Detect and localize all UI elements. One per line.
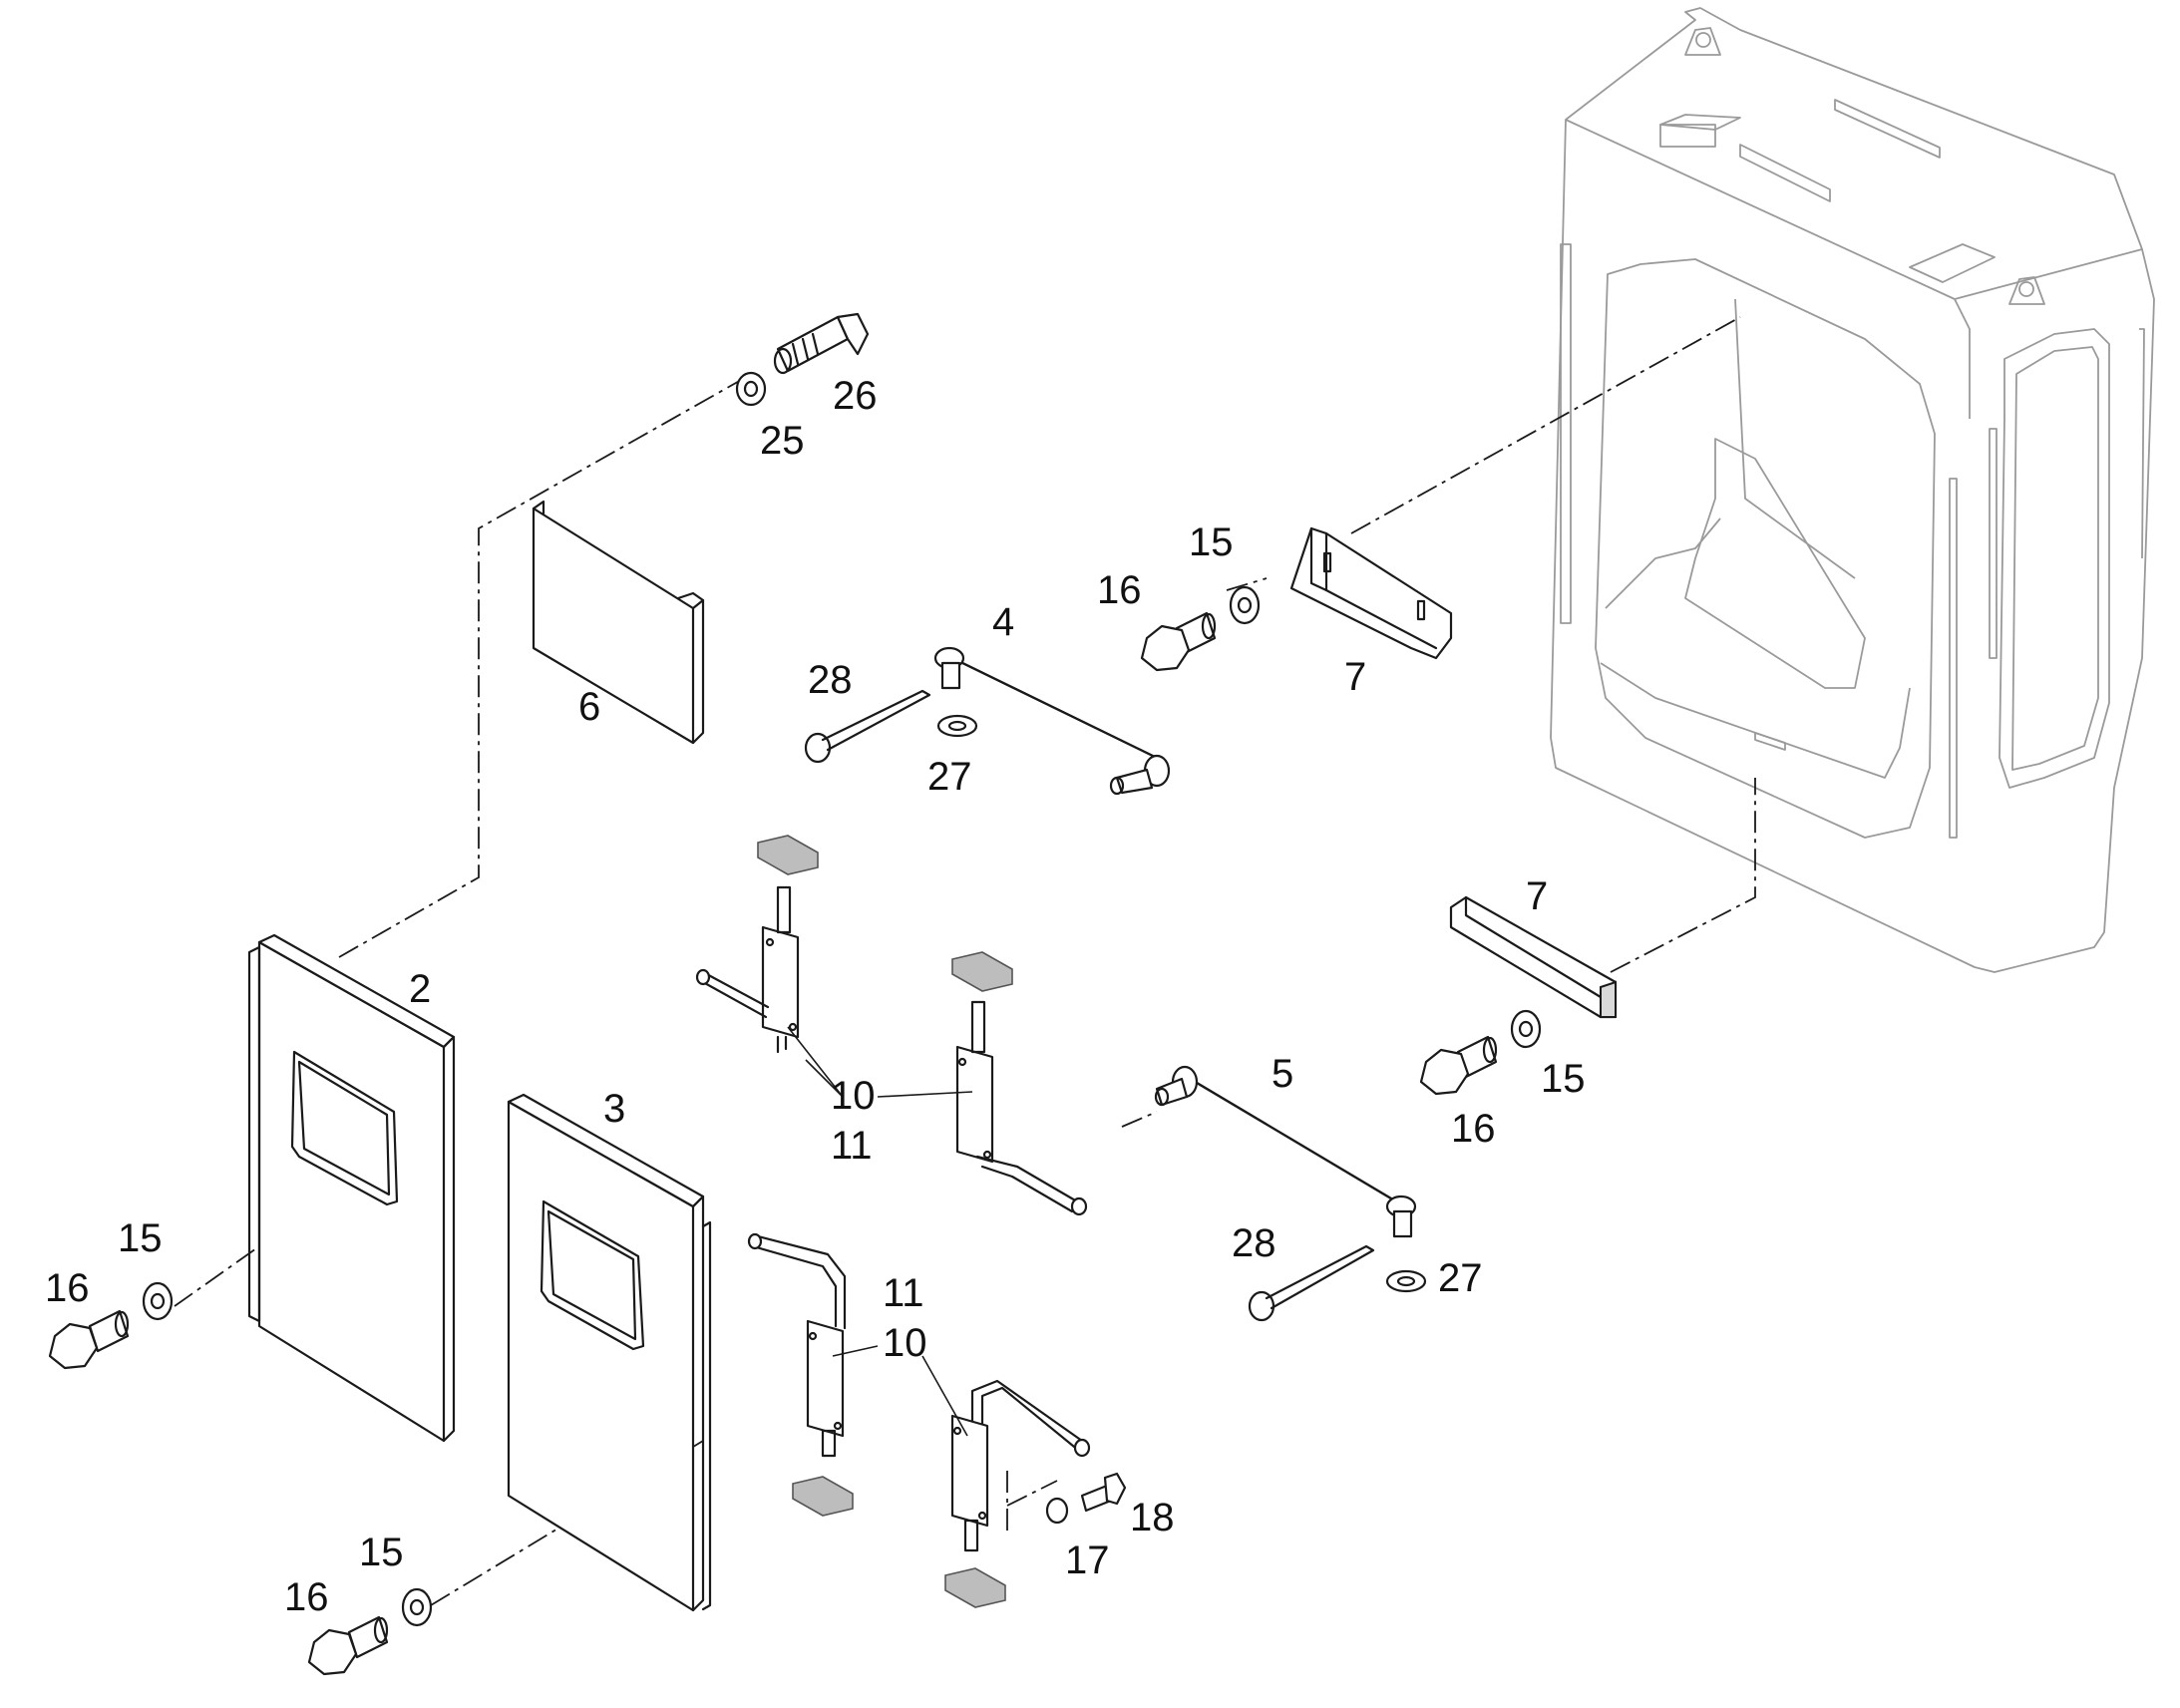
part-27-washer-upper — [936, 714, 978, 738]
callout-11-upper: 11 — [831, 1124, 873, 1168]
callout-27-upper: 27 — [927, 755, 972, 799]
part-28-cotter-pin-lower — [1248, 1244, 1375, 1322]
hinge-assembly-upper-right — [955, 1000, 1088, 1216]
part-16-bolt-bottom — [307, 1615, 389, 1676]
callout-4: 4 — [992, 600, 1014, 644]
part-2-door-panel — [247, 933, 456, 1443]
callout-6: 6 — [578, 685, 600, 729]
leader-lines — [787, 1026, 973, 1437]
part-18-screw — [1080, 1472, 1127, 1513]
part-7-bracket-upper — [1289, 526, 1453, 660]
callout-28-upper: 28 — [808, 658, 853, 702]
callout-11-lower: 11 — [883, 1271, 924, 1315]
cab-frame — [1550, 7, 2155, 973]
part-15-washer-upper — [1229, 585, 1261, 625]
callout-3: 3 — [603, 1087, 625, 1131]
part-7-bracket-lower — [1449, 895, 1618, 1019]
gray-blocks — [757, 835, 1013, 1608]
part-27-washer-lower — [1385, 1269, 1427, 1293]
hinge-assembly-lower-right — [950, 1379, 1091, 1552]
part-16-bolt-upper — [1140, 611, 1217, 672]
callout-7-upper: 7 — [1344, 655, 1366, 699]
hinge-assembly-lower-left — [747, 1232, 847, 1458]
part-28-cotter-pin-upper — [804, 689, 931, 764]
callout-25: 25 — [760, 419, 805, 463]
part-15-washer-left — [142, 1281, 174, 1321]
part-16-bolt-right — [1419, 1035, 1498, 1096]
part-15-washer-right — [1510, 1009, 1542, 1049]
callout-26: 26 — [833, 374, 878, 418]
callout-10-lower: 10 — [883, 1321, 927, 1365]
callout-15-upper: 15 — [1189, 520, 1234, 564]
hinge-assembly-upper-left — [695, 885, 800, 1054]
callout-2: 2 — [409, 967, 431, 1011]
part-17-washer — [1045, 1497, 1069, 1525]
part-25-washer — [735, 371, 767, 407]
callout-28-lower: 28 — [1232, 1221, 1276, 1265]
callout-27-lower: 27 — [1438, 1256, 1483, 1300]
part-3-door-panel — [507, 1093, 712, 1612]
callout-10-upper: 10 — [831, 1074, 876, 1118]
part-15-washer-bottom — [401, 1587, 433, 1627]
callout-15-right: 15 — [1541, 1057, 1586, 1101]
callout-labels: 2 3 4 5 6 7 7 10 11 11 10 15 16 15 16 15… — [45, 374, 1586, 1619]
callout-17: 17 — [1065, 1538, 1110, 1582]
callout-15-left: 15 — [118, 1216, 163, 1260]
part-26-pin — [773, 312, 870, 375]
callout-15-bottom: 15 — [359, 1531, 404, 1574]
part-5-linkage-rod — [1154, 1065, 1417, 1238]
callout-16-right: 16 — [1451, 1107, 1496, 1151]
callout-7-lower: 7 — [1526, 874, 1548, 918]
callout-18: 18 — [1130, 1496, 1175, 1539]
part-4-linkage-rod — [933, 646, 1171, 796]
callout-16-upper: 16 — [1097, 568, 1142, 612]
part-6-cover-panel — [532, 500, 705, 745]
callout-16-bottom: 16 — [284, 1575, 329, 1619]
part-16-bolt-left — [48, 1309, 130, 1370]
callout-16-left: 16 — [45, 1266, 90, 1310]
callout-5: 5 — [1272, 1052, 1293, 1096]
